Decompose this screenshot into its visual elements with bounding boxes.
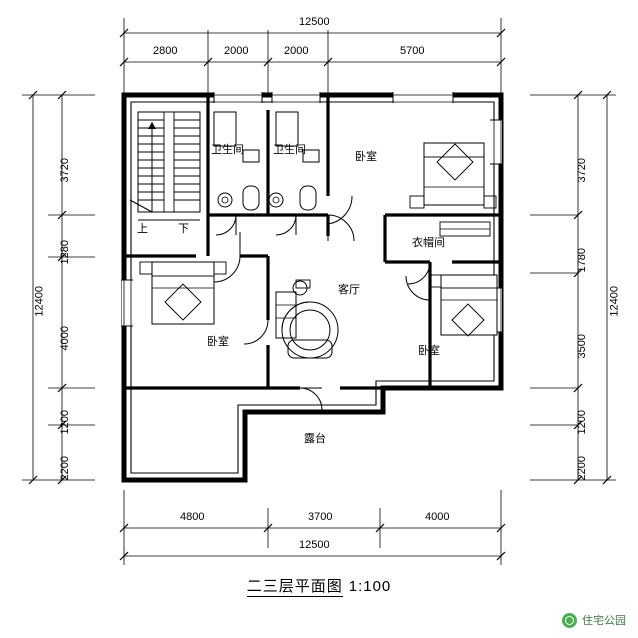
dim-bottom-seg-1: 4800 bbox=[180, 511, 205, 523]
dim-top-total: 12500 bbox=[299, 16, 330, 28]
room-label-terrace: 露台 bbox=[304, 433, 326, 445]
bathroom-fixtures bbox=[213, 111, 320, 211]
bed-lower-right bbox=[428, 274, 498, 337]
dim-right-seg-5: 2200 bbox=[576, 456, 589, 481]
doors bbox=[213, 195, 431, 411]
room-label-bathroom-2: 卫生间 bbox=[273, 144, 306, 156]
dim-right-total: 12400 bbox=[608, 286, 621, 317]
living-room-furniture bbox=[275, 279, 339, 359]
watermark: 住宅公园 bbox=[562, 612, 626, 628]
leaf-circle-icon bbox=[562, 612, 577, 628]
bottom-dimension-lines bbox=[123, 490, 502, 565]
dim-left-seg-4: 1200 bbox=[59, 410, 72, 435]
stair-label-down: 下 bbox=[178, 223, 189, 235]
right-dimension-lines bbox=[530, 94, 616, 481]
dim-top-seg-4: 5700 bbox=[400, 45, 425, 57]
stair-label-up: 上 bbox=[137, 223, 148, 235]
wardrobe-fixtures bbox=[439, 221, 491, 237]
room-label-living: 客厅 bbox=[338, 284, 360, 296]
interior-walls bbox=[124, 95, 501, 390]
watermark-text: 住宅公园 bbox=[582, 615, 626, 627]
top-dimension-lines bbox=[123, 18, 502, 95]
dim-top-seg-1: 2800 bbox=[153, 45, 178, 57]
bottom-dimension-ticks bbox=[119, 523, 506, 561]
dim-top-seg-3: 2000 bbox=[284, 45, 309, 57]
bed-upper-right bbox=[409, 142, 497, 209]
dim-left-seg-5: 2200 bbox=[59, 456, 72, 481]
room-label-bathroom-1: 卫生间 bbox=[211, 144, 244, 156]
room-label-wardrobe: 衣帽间 bbox=[412, 237, 445, 249]
dim-left-seg-3: 4000 bbox=[59, 326, 72, 351]
bed-lower-left bbox=[139, 261, 227, 325]
dim-right-seg-2: 1780 bbox=[576, 248, 589, 273]
dim-left-total: 12400 bbox=[33, 286, 46, 317]
dim-left-seg-2: 1280 bbox=[59, 240, 72, 265]
dim-right-seg-1: 3720 bbox=[576, 158, 589, 183]
left-dimension-ticks bbox=[28, 90, 67, 485]
top-dimension-ticks bbox=[119, 28, 506, 67]
dim-top-seg-2: 2000 bbox=[224, 45, 249, 57]
staircase bbox=[129, 111, 201, 221]
room-label-bedroom-left: 卧室 bbox=[207, 336, 229, 348]
room-label-bedroom-upper: 卧室 bbox=[355, 151, 377, 163]
dim-bottom-seg-3: 4000 bbox=[425, 511, 450, 523]
drawing-title: 二三层平面图 1:100 bbox=[0, 575, 638, 597]
drawing-scale: 1:100 bbox=[348, 578, 392, 595]
dim-right-seg-4: 1200 bbox=[576, 410, 589, 435]
dim-bottom-total: 12500 bbox=[299, 539, 330, 551]
drawing-title-text: 二三层平面图 bbox=[246, 578, 343, 597]
left-dimension-lines bbox=[22, 94, 95, 481]
dim-right-seg-3: 3500 bbox=[576, 334, 589, 359]
right-dimension-ticks bbox=[573, 90, 612, 485]
dim-bottom-seg-2: 3700 bbox=[308, 511, 333, 523]
room-label-bedroom-right: 卧室 bbox=[418, 345, 440, 357]
dim-left-seg-1: 3720 bbox=[59, 158, 72, 183]
